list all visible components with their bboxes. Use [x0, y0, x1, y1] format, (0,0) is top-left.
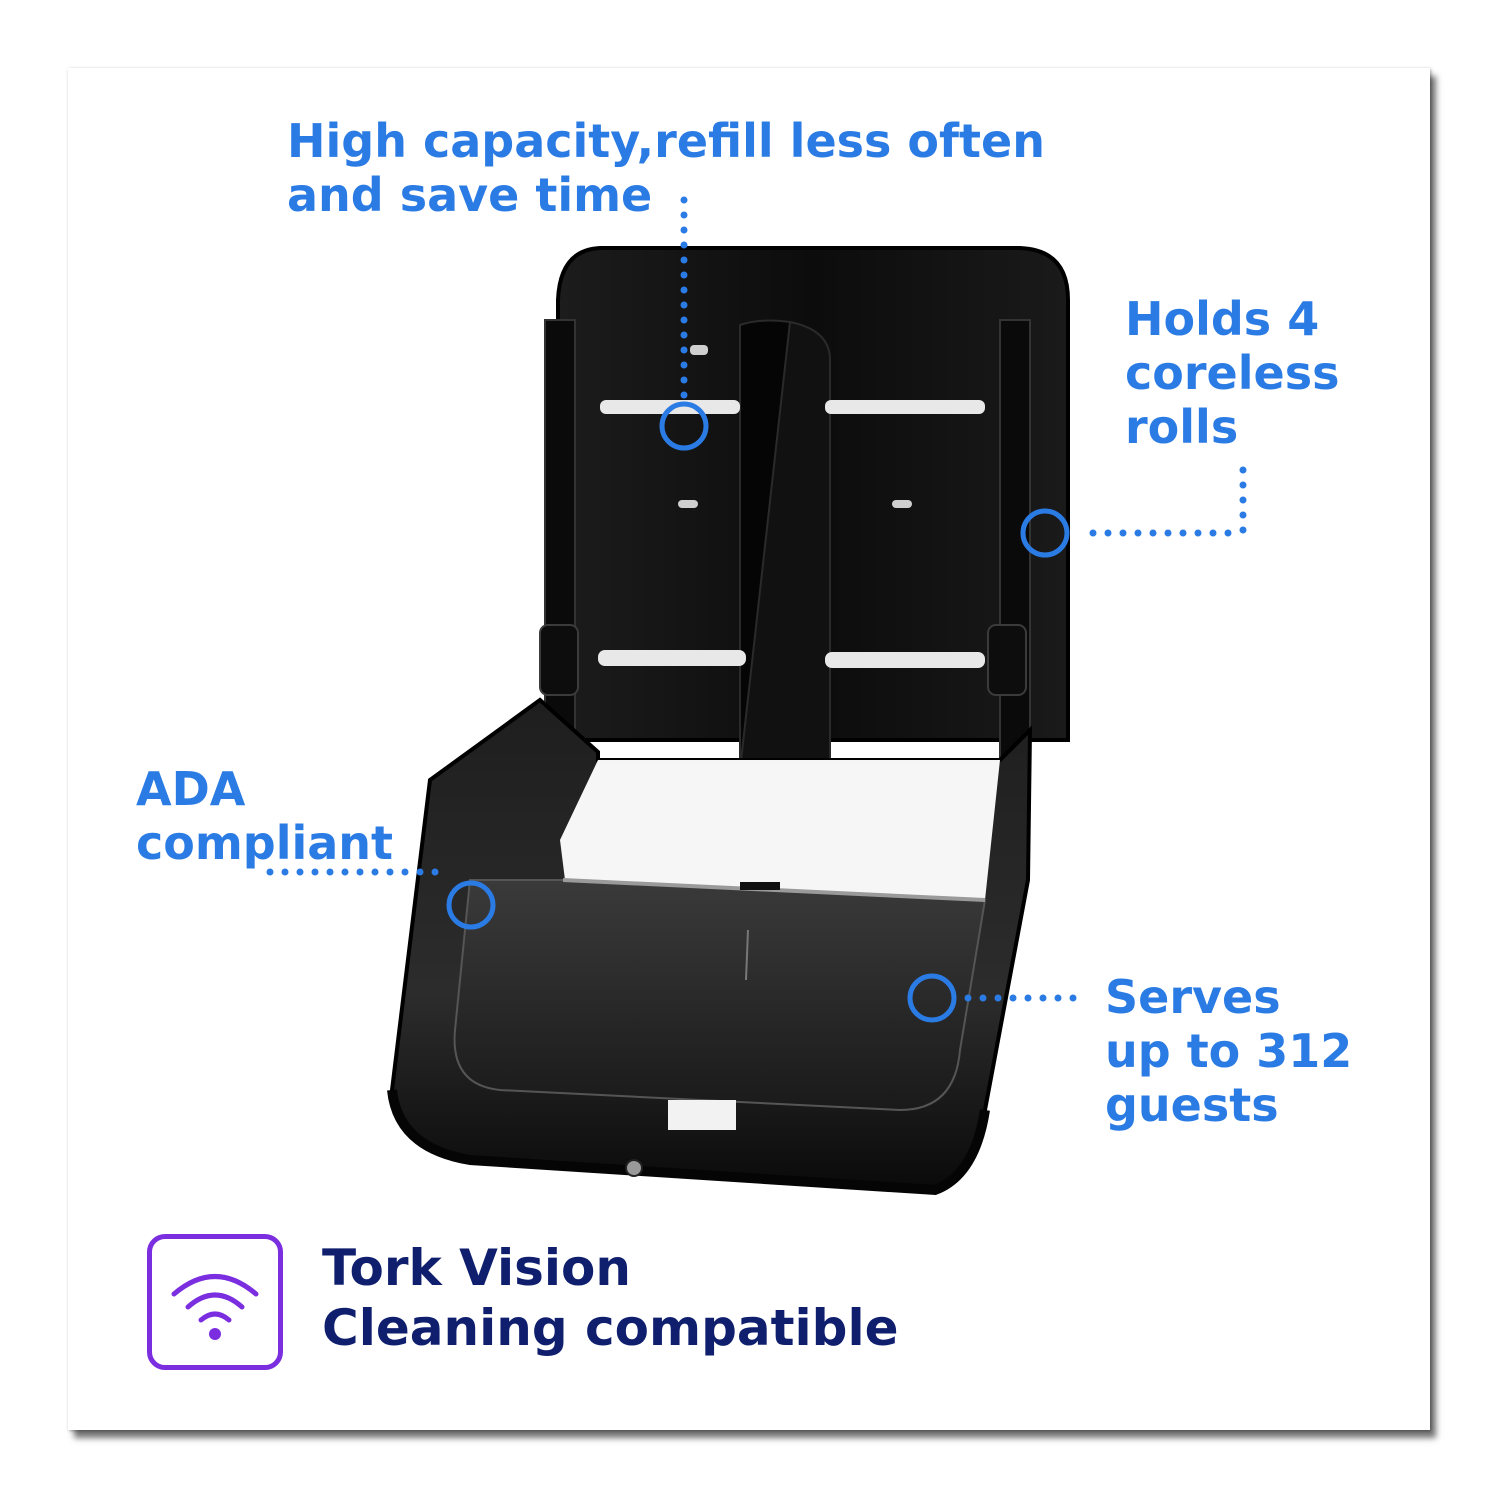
callout-serves-guests: Serves up to 312 guests [1105, 970, 1353, 1132]
callout-coreless-rolls: Holds 4 coreless rolls [1125, 292, 1340, 454]
wifi-signal-icon [171, 1274, 259, 1340]
callout-high-capacity: High capacity,refill less often and save… [287, 114, 1045, 222]
dispenser-back-housing [539, 246, 1070, 801]
dispenser-front-door [387, 697, 1033, 1196]
tork-vision-badge [147, 1234, 283, 1370]
capacity-marker [659, 401, 709, 451]
coreless-rolls-marker [1020, 508, 1070, 558]
callout-connectors [266, 196, 1247, 1002]
callout-markers [446, 401, 1070, 1023]
tork-vision-subtitle: Cleaning compatible [322, 1299, 899, 1357]
callout-ada-compliant: ADA compliant [136, 762, 394, 870]
tork-vision-title: Tork Vision [322, 1239, 631, 1297]
tork-vision-text: Tork Vision Cleaning compatible [322, 1238, 899, 1358]
ada-marker [446, 880, 496, 930]
guests-marker [907, 973, 957, 1023]
